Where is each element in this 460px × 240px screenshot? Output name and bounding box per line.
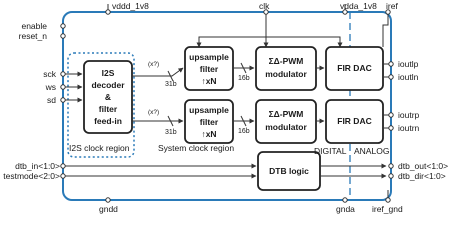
i2s-clock-region-label: I2S clock region <box>69 143 130 153</box>
upsample-top-line1: upsample <box>189 52 229 62</box>
pin-ioutrp-label: ioutrp <box>398 110 420 120</box>
analog-label: ANALOG <box>354 146 389 156</box>
bus-bot-x: (x?) <box>148 109 159 116</box>
pin-gnda: gnda <box>336 197 355 214</box>
fir-dac-top: FIR DAC <box>325 46 384 91</box>
pin-sd-label: sd <box>47 95 56 105</box>
dac-block-diagram: vddd_1v8 clk vdda_1v8 iref enable reset_… <box>3 1 448 214</box>
pin-clk-label: clk <box>259 1 270 11</box>
upsample-filter-bottom: upsample filter ↑xN <box>184 99 234 144</box>
bus-top-2-slash <box>240 62 247 74</box>
fir-dac-bot-label: FIR DAC <box>337 116 371 126</box>
upsample-bot-line3: ↑xN <box>201 129 216 139</box>
pin-sck: sck <box>43 69 83 79</box>
bus-top-1-slash <box>167 70 174 82</box>
pin-ioutln-label: ioutln <box>398 72 419 82</box>
i2s-line1: I2S <box>102 68 115 78</box>
bus-top-31b: 31b <box>165 81 177 88</box>
pin-vdda-label: vdda_1v8 <box>340 1 377 11</box>
pin-vddd-label: vddd_1v8 <box>112 1 149 11</box>
pin-ioutrn-label: ioutrn <box>398 123 420 133</box>
pin-iref-label: iref <box>386 1 398 11</box>
pin-iref: iref <box>385 1 398 15</box>
sdpwm-bot-line2: modulator <box>265 122 307 132</box>
upsample-top-line3: ↑xN <box>201 76 216 86</box>
upsample-top-line2: filter <box>200 64 219 74</box>
pin-iref-gnd: iref_gnd <box>372 190 403 214</box>
pin-ioutrp: ioutrp <box>383 110 420 120</box>
i2s-clock-region-box <box>67 52 135 158</box>
chip-outline <box>62 11 392 201</box>
bus-bot-31b: 31b <box>165 129 177 136</box>
pin-ioutln: ioutln <box>383 72 419 82</box>
pin-enable: enable <box>21 21 66 31</box>
i2s-line2: decoder <box>91 80 125 90</box>
bus-top-x: (x?) <box>148 61 159 68</box>
iref-wire <box>382 14 389 47</box>
upsample-bot-line1: upsample <box>189 105 229 115</box>
upsample-filter-top: upsample filter ↑xN <box>184 46 234 91</box>
dtb-logic-label: DTB logic <box>269 166 309 176</box>
pin-gndd: gndd <box>99 197 118 214</box>
pin-ws: ws <box>45 82 83 92</box>
pin-reset: reset_n <box>19 31 66 41</box>
pin-sck-label: sck <box>43 69 57 79</box>
i2s-decoder-block: I2S decoder & filter feed-in <box>83 60 133 134</box>
pin-testmode-label: testmode<2:0> <box>3 171 60 181</box>
pin-ioutlp: ioutlp <box>383 59 419 69</box>
pin-iref-gnd-label: iref_gnd <box>372 204 403 214</box>
diagram-canvas: vddd_1v8 clk vdda_1v8 iref enable reset_… <box>3 1 448 214</box>
pin-gndd-label: gndd <box>99 204 118 214</box>
digital-label: DIGITAL <box>314 146 347 156</box>
bus-top-1 <box>132 67 184 77</box>
pin-dtb-dir-label: dtb_dir<1:0> <box>398 171 446 181</box>
dtb-logic-block: DTB logic <box>257 151 321 191</box>
bus-top-16b: 16b <box>238 75 250 82</box>
pin-vdda: vdda_1v8 <box>340 1 377 15</box>
pin-enable-label: enable <box>21 21 47 31</box>
pin-reset-label: reset_n <box>19 31 48 41</box>
pin-ioutrn: ioutrn <box>383 123 420 133</box>
sdpwm-top-line1: ΣΔ-PWM <box>269 56 304 66</box>
sdpwm-modulator-bottom: ΣΔ-PWM modulator <box>255 99 317 144</box>
bus-bot-16b: 16b <box>238 128 250 135</box>
pin-ws-label: ws <box>45 82 56 92</box>
i2s-line3: & <box>105 92 111 102</box>
pin-dtb-in-label: dtb_in<1:0> <box>15 161 60 171</box>
pin-dtb-out-label: dtb_out<1:0> <box>398 161 448 171</box>
pin-vddd: vddd_1v8 <box>105 1 149 15</box>
clk-wire-2 <box>266 36 343 48</box>
bus-bot-1-slash <box>167 115 174 127</box>
pin-dtb-dir: dtb_dir<1:0> <box>320 171 446 181</box>
pin-dtb-in: dtb_in<1:0> <box>15 161 257 171</box>
pin-gnda-label: gnda <box>336 204 355 214</box>
fir-dac-bottom: FIR DAC <box>325 99 384 144</box>
pin-sd: sd <box>47 95 83 105</box>
pin-ioutlp-label: ioutlp <box>398 59 419 69</box>
pin-dtb-out: dtb_out<1:0> <box>320 161 448 171</box>
i2s-line4: filter <box>99 104 118 114</box>
pin-testmode: testmode<2:0> <box>3 171 257 181</box>
i2s-line5: feed-in <box>94 116 122 126</box>
bus-bot-2-slash <box>240 115 247 127</box>
fir-dac-top-label: FIR DAC <box>337 63 371 73</box>
sdpwm-top-line2: modulator <box>265 69 307 79</box>
sdpwm-bot-line1: ΣΔ-PWM <box>269 109 304 119</box>
clk-wire <box>196 14 267 48</box>
sdpwm-modulator-top: ΣΔ-PWM modulator <box>255 46 317 91</box>
system-clock-region-label: System clock region <box>158 143 234 153</box>
upsample-bot-line2: filter <box>200 117 219 127</box>
